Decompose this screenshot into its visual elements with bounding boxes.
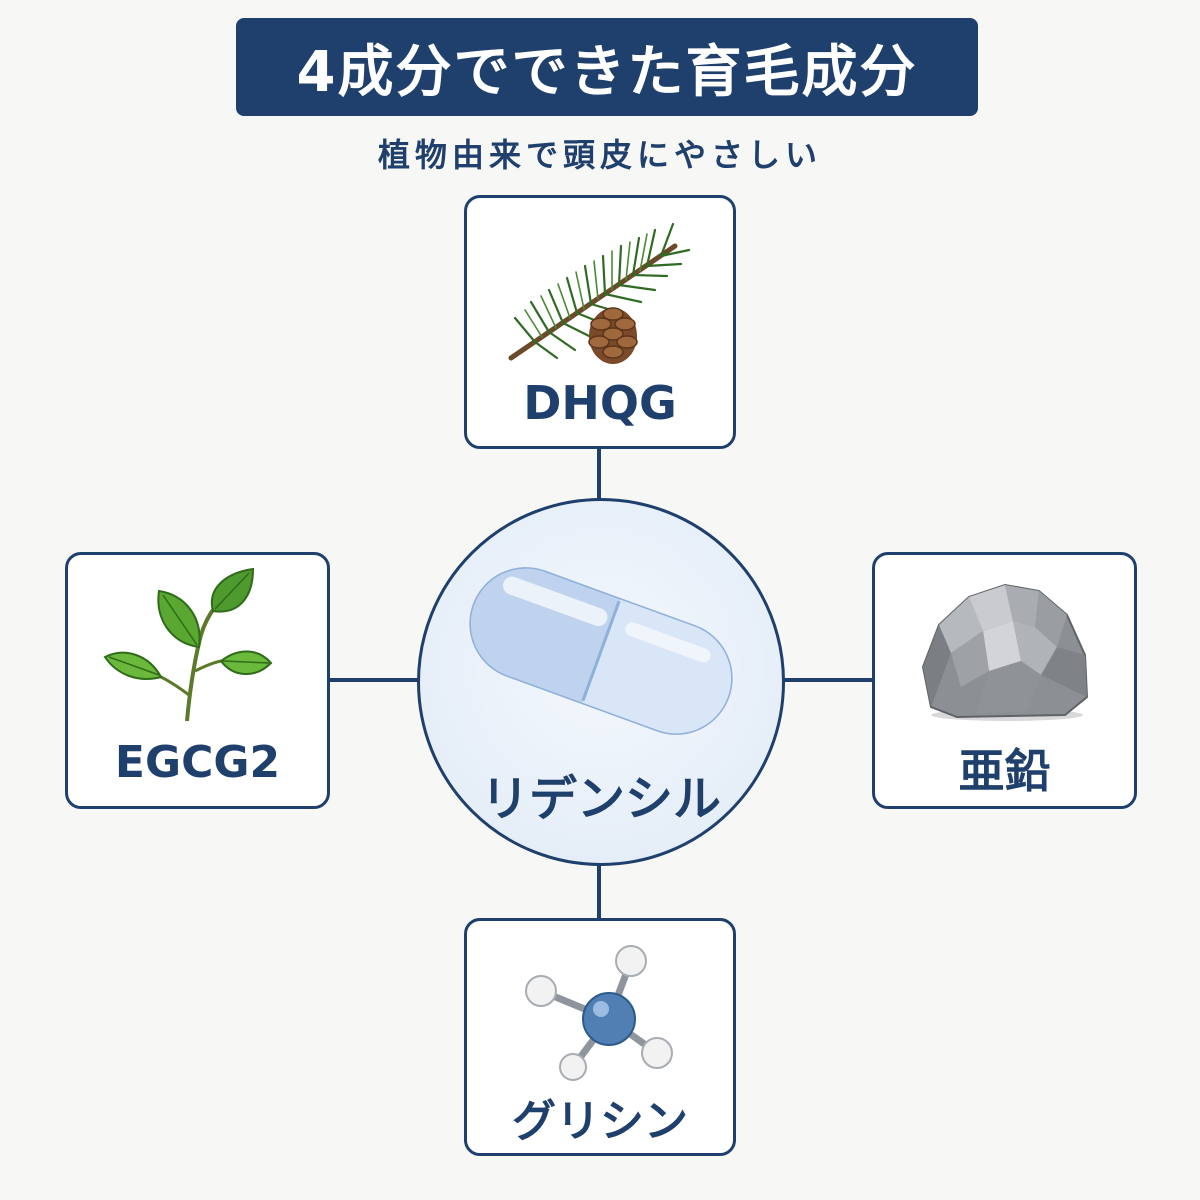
title-banner: 4成分でできた育毛成分 xyxy=(236,18,978,116)
capsule-icon xyxy=(469,567,733,735)
connector-top xyxy=(597,448,601,500)
ingredient-card-dhqg: DHQG xyxy=(464,195,736,449)
center-label: リデンシル xyxy=(480,771,721,827)
ingredient-card-zinc: 亜鉛 xyxy=(872,552,1137,809)
ingredient-card-glycine: グリシン xyxy=(464,918,736,1156)
connector-right xyxy=(782,678,874,682)
pine-branch-icon xyxy=(508,222,691,364)
ingredient-card-egcg2: EGCG2 xyxy=(65,552,330,809)
ingredient-label: 亜鉛 xyxy=(958,744,1051,798)
ingredient-label: EGCG2 xyxy=(114,737,281,788)
connector-bottom xyxy=(597,864,601,920)
molecule-icon xyxy=(525,945,673,1081)
ingredient-label: DHQG xyxy=(523,376,677,430)
green-tea-leaf-icon xyxy=(103,567,273,722)
connector-left xyxy=(328,678,420,682)
center-hub: リデンシル xyxy=(417,498,785,866)
ingredient-label: グリシン xyxy=(512,1096,688,1147)
zinc-rock-icon xyxy=(921,583,1089,721)
page-title: 4成分でできた育毛成分 xyxy=(296,39,918,105)
subtitle: 植物由来で頭皮にやさしい xyxy=(377,136,822,174)
